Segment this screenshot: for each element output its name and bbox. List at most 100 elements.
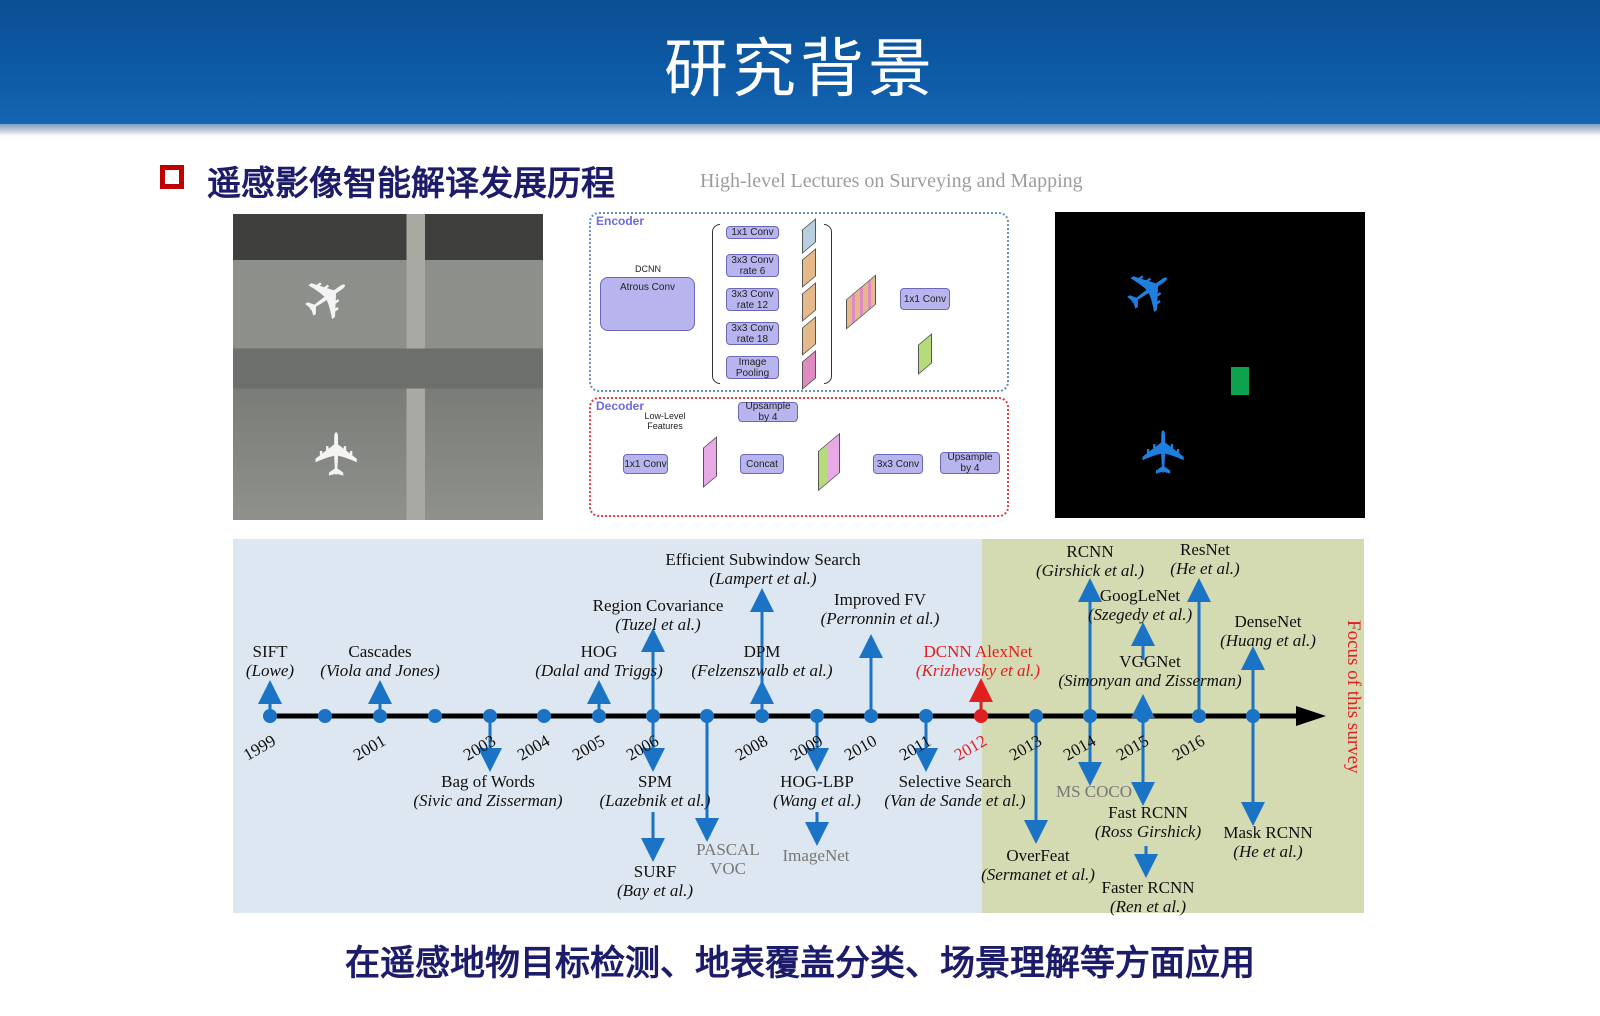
timeline-event: Cascades(Viola and Jones) — [320, 642, 440, 680]
event-title: OverFeat — [1006, 846, 1070, 865]
event-author: (Viola and Jones) — [320, 661, 440, 680]
event-title: Selective Search — [898, 772, 1012, 791]
event-author: (Sivic and Zisserman) — [413, 791, 563, 810]
event-author: (Ren et al.) — [1110, 897, 1186, 916]
conv3-box: 3x3 Conv — [873, 454, 923, 474]
event-author: (Wang et al.) — [773, 791, 861, 810]
event-author: (Girshick et al.) — [1035, 561, 1145, 580]
timeline-event: VGGNet(Simonyan and Zisserman) — [1058, 652, 1241, 690]
event-title: Bag of Words — [441, 772, 535, 791]
upsample-box: Upsample by 4 — [738, 401, 798, 423]
footer-text: 在遥感地物目标检测、地表覆盖分类、场景理解等方面应用 — [344, 944, 1255, 984]
event-author: (Dalal and Triggs) — [535, 661, 663, 680]
event-title: PASCAL — [696, 840, 760, 859]
timeline-dot — [1192, 709, 1206, 723]
event-title: SURF — [633, 862, 677, 881]
timeline-dot — [1136, 709, 1150, 723]
timeline-event: GoogLeNet(Szegedy et al.) — [1088, 586, 1192, 624]
event-title: Mask RCNN — [1223, 823, 1313, 842]
event-author: (Tuzel et al.) — [615, 615, 701, 634]
watermark: High-level Lectures on Surveying and Map… — [700, 170, 1083, 192]
timeline-event: Selective Search(Van de Sande et al.) — [884, 772, 1025, 810]
header-divider — [0, 124, 1600, 136]
timeline-dot — [974, 709, 988, 723]
event-author: (He et al.) — [1233, 842, 1303, 861]
event-title: Cascades — [348, 642, 412, 661]
event-author: (Szegedy et al.) — [1087, 605, 1193, 624]
timeline-event: Efficient Subwindow Search(Lampert et al… — [665, 550, 860, 588]
timeline-dot — [1246, 709, 1260, 723]
deeplab-diagram: Encoder Decoder DCNN Atrous Conv 1x1 Con… — [588, 212, 1009, 517]
timeline-event: RCNN(Girshick et al.) — [1036, 542, 1144, 580]
timeline-dot — [919, 709, 933, 723]
timeline-dot — [700, 709, 714, 723]
timeline-event: DCNN AlexNet(Krizhevsky et al.) — [916, 642, 1040, 680]
timeline-event: DPM(Felzenszwalb et al.) — [691, 642, 832, 680]
timeline-event: Region Covariance(Tuzel et al.) — [593, 596, 724, 634]
event-author: (Simonyan and Zisserman) — [1058, 671, 1242, 690]
timeline-dot — [1083, 709, 1097, 723]
timeline-event: Fast RCNN(Ross Girshick) — [1095, 803, 1201, 841]
axis-arrowhead — [1296, 706, 1326, 726]
dcnn-label: DCNN — [635, 264, 661, 274]
event-title: Improved FV — [833, 590, 927, 609]
green-region — [1231, 367, 1249, 395]
event-title: DPM — [743, 642, 781, 661]
timeline-event: ImageNet — [782, 846, 849, 865]
enc-conv-box: 1x1 Conv — [900, 288, 950, 310]
timeline-event: Mask RCNN(He et al.) — [1223, 823, 1312, 861]
timeline-event: HOG-LBP(Wang et al.) — [773, 772, 861, 810]
event-author: (Krizhevsky et al.) — [915, 661, 1041, 680]
event-author: (Perronnin et al.) — [820, 609, 940, 628]
event-title: RCNN — [1066, 542, 1114, 561]
event-title: Fast RCNN — [1108, 803, 1188, 822]
event-title: VGGNet — [1119, 652, 1181, 671]
segmentation-result-image: ✈ ✈ — [1055, 212, 1365, 518]
timeline-event: SPM(Lazebnik et al.) — [600, 772, 711, 810]
branch-box: 3x3 Conv rate 18 — [726, 322, 779, 345]
timeline-dot — [810, 709, 824, 723]
timeline-dot — [1029, 709, 1043, 723]
event-title: HOG-LBP — [780, 772, 854, 791]
atrous-conv-box: Atrous Conv — [600, 277, 695, 331]
timeline-event: DenseNet(Huang et al.) — [1220, 612, 1316, 650]
timeline-event: Bag of Words(Sivic and Zisserman) — [413, 772, 562, 810]
event-author: (Huang et al.) — [1220, 631, 1316, 650]
event-title: DCNN AlexNet — [923, 642, 1033, 661]
event-author: (Felzenszwalb et al.) — [691, 661, 833, 680]
branch-box: 1x1 Conv — [726, 226, 779, 239]
encoder-panel — [589, 212, 1009, 392]
branch-box: Image Pooling — [726, 356, 779, 379]
event-title: SIFT — [252, 642, 288, 661]
timeline-dot — [646, 709, 660, 723]
timeline-dot — [318, 709, 332, 723]
event-title: ImageNet — [782, 846, 850, 865]
timeline-dot — [428, 709, 442, 723]
event-author: (Van de Sande et al.) — [884, 791, 1026, 810]
upsample-box: Upsample by 4 — [940, 452, 1000, 474]
event-author: (Lowe) — [245, 661, 295, 680]
event-author: (Ross Girshick) — [1094, 822, 1202, 841]
timeline-event: OverFeat(Sermanet et al.) — [981, 846, 1095, 884]
timeline-dot — [263, 709, 277, 723]
dec-conv-box: 1x1 Conv — [623, 454, 668, 474]
event-title: SPM — [637, 772, 673, 791]
header-bar — [0, 0, 1600, 124]
encoder-label: Encoder — [596, 214, 645, 228]
timeline-event: MS COCO — [1056, 782, 1132, 801]
timeline-event: HOG(Dalal and Triggs) — [535, 642, 663, 680]
event-author: (He et al.) — [1170, 559, 1240, 578]
decoder-label: Decoder — [596, 399, 645, 413]
event-author: (Lampert et al.) — [709, 569, 817, 588]
branch-box: 3x3 Conv rate 6 — [726, 254, 779, 277]
timeline-event: ResNet(He et al.) — [1170, 540, 1239, 578]
timeline-dot — [537, 709, 551, 723]
timeline-event: SIFT(Lowe) — [246, 642, 294, 680]
timeline-dot — [755, 709, 769, 723]
event-title: DenseNet — [1234, 612, 1302, 631]
timeline-dot — [864, 709, 878, 723]
slide-title: 研究背景 — [664, 33, 936, 107]
timeline-dot — [483, 709, 497, 723]
